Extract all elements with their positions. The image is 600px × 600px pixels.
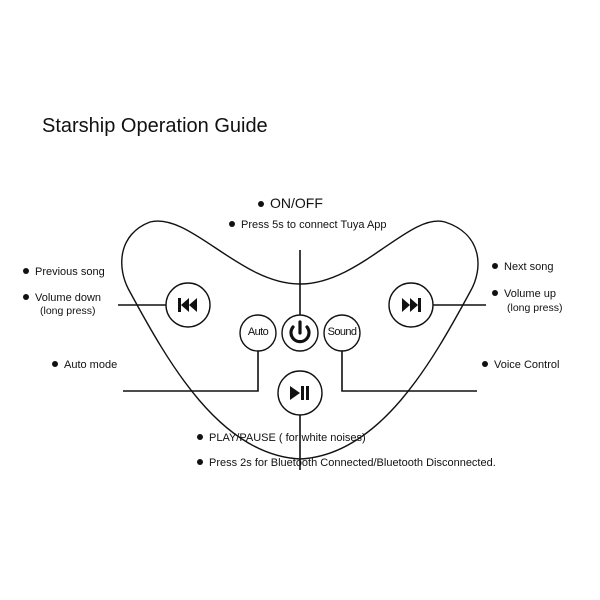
bullet-icon (23, 294, 29, 300)
bullet-icon (52, 361, 58, 367)
bullet-icon (229, 221, 235, 227)
play-pause-text: PLAY/PAUSE ( for white noises) (209, 432, 366, 444)
previous-song-label: Previous song (23, 266, 105, 279)
volume-up-label: Volume up (492, 288, 556, 301)
volume-up-note: (long press) (507, 302, 563, 314)
play-pause-label: PLAY/PAUSE ( for white noises) (197, 432, 366, 445)
previous-icon (178, 298, 197, 312)
bullet-icon (197, 459, 203, 465)
leader-lines (118, 250, 486, 470)
bullet-icon (258, 201, 264, 207)
bluetooth-label: Press 2s for Bluetooth Connected/Bluetoo… (197, 457, 496, 470)
sound-button-label: Sound (327, 326, 357, 338)
guide-title: Starship Operation Guide (42, 115, 268, 137)
bluetooth-text: Press 2s for Bluetooth Connected/Bluetoo… (209, 457, 496, 469)
auto-mode-label: Auto mode (52, 359, 117, 372)
next-text: Next song (504, 261, 554, 273)
previous-text: Previous song (35, 266, 105, 278)
volume-down-note: (long press) (40, 305, 96, 317)
volume-up-text: Volume up (504, 288, 556, 300)
bullet-icon (482, 361, 488, 367)
next-icon (402, 298, 421, 312)
bullet-icon (23, 268, 29, 274)
sound-button[interactable] (323, 314, 361, 352)
power-button[interactable] (281, 314, 319, 352)
power-icon (289, 320, 311, 344)
play-pause-icon (290, 386, 309, 400)
volume-down-label: Volume down (23, 292, 101, 305)
play-pause-button[interactable] (277, 370, 323, 416)
tuya-label: Press 5s to connect Tuya App (229, 219, 387, 232)
bullet-icon (197, 434, 203, 440)
volume-down-text: Volume down (35, 292, 102, 304)
auto-mode-text: Auto mode (64, 359, 118, 371)
on-off-label: ON/OFF (258, 195, 323, 211)
bullet-icon (492, 263, 498, 269)
next-song-label: Next song (492, 261, 554, 274)
next-button[interactable] (388, 282, 434, 328)
voice-control-text: Voice Control (494, 359, 560, 371)
auto-button-label: Auto (247, 326, 269, 338)
bullet-icon (492, 290, 498, 296)
on-off-text: ON/OFF (270, 195, 323, 211)
previous-button[interactable] (165, 282, 211, 328)
auto-button[interactable] (239, 314, 277, 352)
voice-control-label: Voice Control (482, 359, 559, 372)
tuya-text: Press 5s to connect Tuya App (241, 219, 387, 231)
